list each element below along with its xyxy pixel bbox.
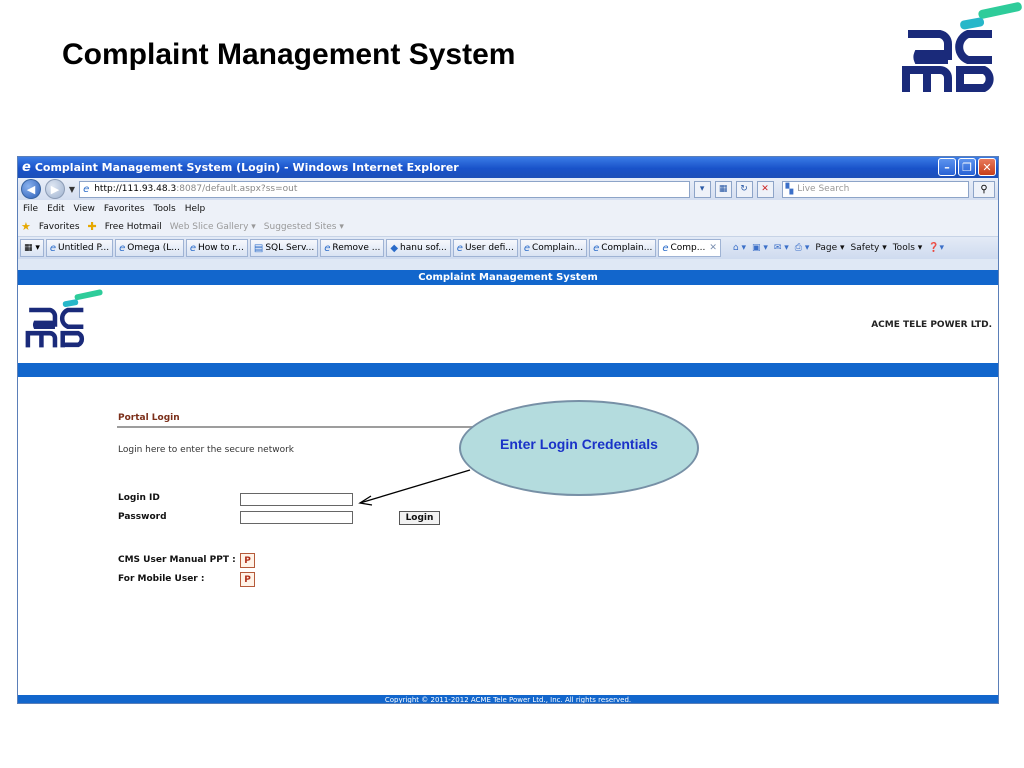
menu-file[interactable]: File	[23, 203, 39, 214]
favorites-bar: ★ Favorites ✚ Free Hotmail Web Slice Gal…	[18, 217, 998, 237]
restore-button[interactable]: ❐	[958, 158, 976, 176]
callout-text: Enter Login Credentials	[500, 436, 658, 452]
password-label: Password	[118, 512, 167, 522]
menu-favorites[interactable]: Favorites	[103, 203, 145, 214]
password-input[interactable]	[240, 511, 353, 524]
live-search-icon: ▚	[785, 183, 794, 195]
minimize-button[interactable]: –	[938, 158, 956, 176]
address-bar: ◀ ▶ ▼ e http://111.93.48.3 :8087/default…	[18, 178, 998, 200]
fav-web-slice-gallery[interactable]: Web Slice Gallery ▾	[169, 221, 256, 232]
close-button[interactable]: ✕	[978, 158, 996, 176]
nav-band	[18, 363, 998, 377]
safety-menu[interactable]: Safety ▾	[850, 243, 887, 253]
menu-view[interactable]: View	[73, 203, 95, 214]
cms-header: Complaint Management System	[18, 270, 998, 285]
print-icon[interactable]: ⎙ ▾	[794, 243, 810, 253]
company-name: ACME TELE POWER LTD.	[871, 320, 992, 330]
login-id-label: Login ID	[118, 493, 160, 503]
url-input[interactable]: e http://111.93.48.3 :8087/default.aspx?…	[79, 180, 690, 198]
search-icon[interactable]: ⚲	[973, 180, 996, 198]
help-icon[interactable]: ❓▾	[928, 243, 945, 253]
menu-bar: File Edit View Favorites Tools Help	[18, 200, 998, 217]
home-icon[interactable]: ⌂ ▾	[732, 243, 746, 253]
login-button[interactable]: Login	[399, 511, 440, 525]
mobile-label: For Mobile User :	[118, 574, 205, 584]
tab-4[interactable]: ▤SQL Serv...	[249, 239, 319, 257]
web-page: Complaint Management System ACME TELE PO…	[18, 270, 998, 703]
url-dropdown-button[interactable]: ▾	[693, 180, 711, 198]
ie-icon: e	[22, 160, 31, 175]
ppt-download-icon[interactable]: P	[240, 553, 255, 568]
tools-menu[interactable]: Tools ▾	[892, 243, 923, 253]
login-help-text: Login here to enter the secure network	[118, 445, 295, 455]
menu-help[interactable]: Help	[184, 203, 206, 214]
feeds-icon[interactable]: ▣ ▾	[751, 243, 768, 253]
divider	[117, 426, 497, 428]
portal-login-title: Portal Login	[118, 413, 180, 423]
mobile-download-icon[interactable]: P	[240, 572, 255, 587]
stop-button[interactable]: ✕	[756, 180, 774, 198]
fav-free-hotmail[interactable]: Free Hotmail	[104, 221, 162, 232]
close-tab-icon[interactable]: ✕	[709, 243, 717, 253]
history-dropdown-icon[interactable]: ▼	[68, 184, 76, 194]
quick-tabs-button[interactable]: ▦ ▾	[20, 239, 44, 257]
login-id-input[interactable]	[240, 493, 353, 506]
window-title: Complaint Management System (Login) - Wi…	[34, 161, 459, 174]
page-menu[interactable]: Page ▾	[815, 243, 845, 253]
manual-label: CMS User Manual PPT :	[118, 555, 236, 565]
favorites-button[interactable]: Favorites	[38, 221, 80, 232]
callout-bubble: Enter Login Credentials	[459, 400, 699, 496]
fav-suggested-sites[interactable]: Suggested Sites ▾	[263, 221, 344, 232]
url-host: http://111.93.48.3	[94, 184, 177, 194]
acme-small-logo	[25, 289, 103, 348]
refresh-button[interactable]: ↻	[735, 180, 753, 198]
acme-logo	[902, 2, 1022, 92]
compatibility-icon[interactable]: ▦	[714, 180, 732, 198]
cms-brand-area: ACME TELE POWER LTD.	[18, 285, 998, 363]
slide-title: Complaint Management System	[62, 38, 516, 71]
page-icon: e	[83, 183, 90, 195]
favorites-star-icon: ★	[21, 220, 31, 233]
copyright-footer: Copyright © 2011-2012 ACME Tele Power Lt…	[18, 695, 998, 703]
browser-window: e Complaint Management System (Login) - …	[17, 156, 999, 704]
window-titlebar: e Complaint Management System (Login) - …	[18, 157, 998, 178]
menu-edit[interactable]: Edit	[47, 203, 65, 214]
mail-icon[interactable]: ✉ ▾	[773, 243, 789, 253]
back-button[interactable]: ◀	[21, 179, 41, 199]
url-path: :8087/default.aspx?ss=out	[176, 184, 298, 194]
search-input[interactable]: ▚ Live Search	[781, 180, 970, 198]
search-placeholder: Live Search	[797, 184, 850, 194]
forward-button[interactable]: ▶	[44, 179, 65, 199]
menu-tools[interactable]: Tools	[153, 203, 176, 214]
add-favorite-icon[interactable]: ✚	[87, 220, 97, 233]
tab-6[interactable]: ◆hanu sof...	[386, 239, 451, 257]
